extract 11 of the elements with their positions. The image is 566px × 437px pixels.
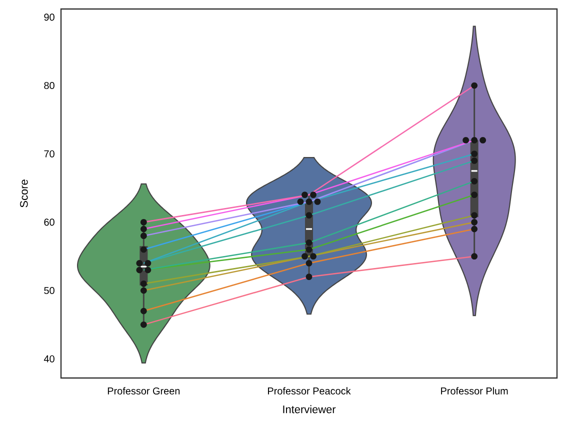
tick-label: 60 <box>44 218 54 226</box>
tick-label: Professor Peacock <box>268 387 351 394</box>
tick-label: 50 <box>44 287 54 294</box>
tick-label: Professor Green <box>108 387 180 394</box>
tick-label: 70 <box>44 150 54 158</box>
axis-title: Score <box>20 180 28 208</box>
tick-label: 90 <box>44 14 54 21</box>
tick-label: 80 <box>44 82 54 90</box>
tick-label: 40 <box>44 355 54 362</box>
axis-title: Interviewer <box>283 405 336 414</box>
tick-label: Professor Plum <box>441 387 508 394</box>
